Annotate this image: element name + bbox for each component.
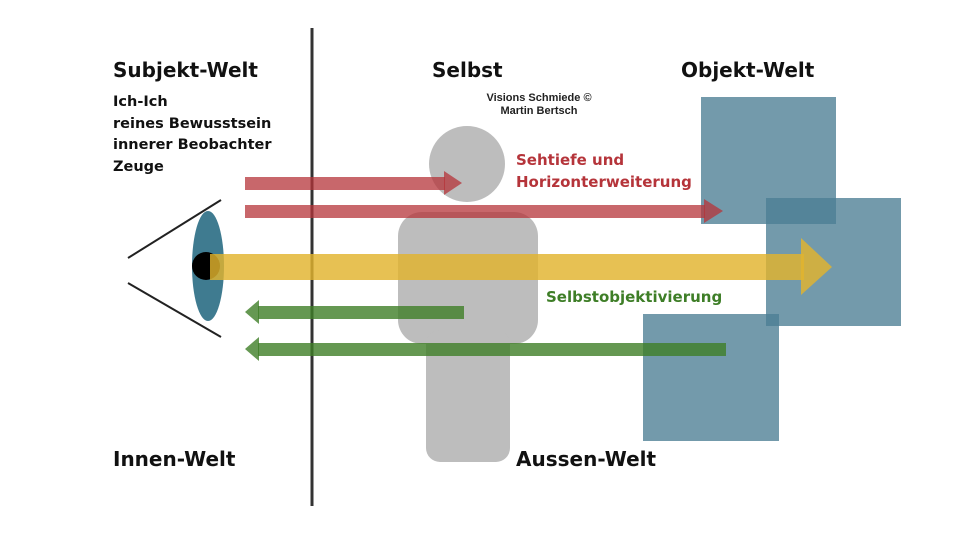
red-arrow-short — [245, 171, 462, 195]
green-arrow-label: Selbstobjektivierung — [546, 288, 723, 306]
subjekt-line-zeuge: Zeuge — [113, 158, 164, 175]
credit-line-2: Martin Bertsch — [500, 105, 578, 117]
red-label-line-1: Sehtiefe und — [516, 151, 625, 169]
credit-line-1: Visions Schmiede © — [486, 92, 592, 104]
yellow-arrow — [210, 238, 832, 295]
red-arrow-label: Sehtiefe und Horizonterweiterung — [516, 149, 692, 193]
green-arrow-short — [245, 300, 464, 324]
innen-welt-heading: Innen-Welt — [113, 447, 236, 471]
credit: Visions Schmiede © Martin Bertsch — [474, 92, 604, 118]
red-label-line-2: Horizonterweiterung — [516, 173, 692, 191]
subjekt-line-beobachter: innerer Beobachter — [113, 137, 272, 153]
object-square-bottom — [643, 314, 779, 441]
selbst-heading: Selbst — [432, 58, 503, 82]
person-head — [429, 126, 505, 202]
objekt-welt-heading: Objekt-Welt — [681, 58, 815, 82]
subjekt-line-bewusstsein: reines Bewusstsein — [113, 115, 272, 132]
green-arrow-long — [245, 337, 726, 361]
eye-upper-lid-line — [127, 199, 222, 259]
red-arrow-long — [245, 199, 723, 223]
subjekt-line-ich-ich: Ich-Ich — [113, 94, 168, 110]
aussen-welt-heading: Aussen-Welt — [516, 447, 657, 471]
eye-lower-lid-line — [127, 282, 222, 338]
subjekt-welt-heading: Subjekt-Welt — [113, 58, 258, 82]
subjekt-description: Ich-Ich reines Bewusstsein innerer Beoba… — [113, 92, 271, 178]
person-legs — [426, 330, 510, 462]
